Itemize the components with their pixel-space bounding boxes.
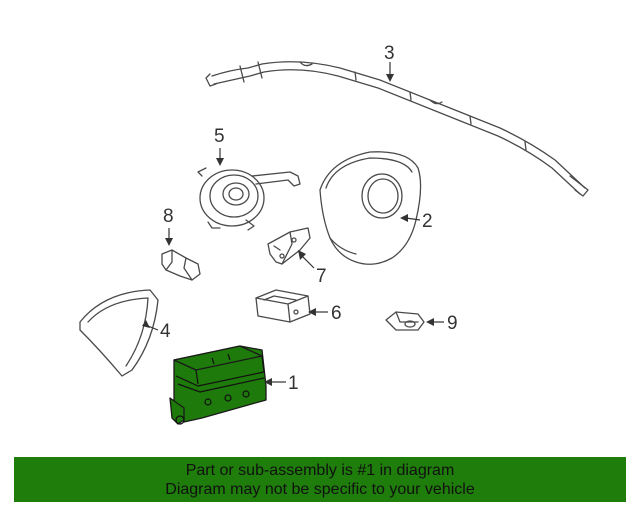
callout-6: 6 (308, 303, 342, 324)
callout-label-1: 1 (288, 373, 299, 394)
callout-8: 8 (163, 206, 174, 246)
callout-label-4: 4 (160, 321, 171, 342)
banner-line-2: Diagram may not be specific to your vehi… (165, 481, 475, 498)
callout-2: 2 (400, 211, 433, 232)
part-4-knee-airbag[interactable] (79, 289, 159, 377)
callout-label-6: 6 (331, 303, 342, 324)
callout-1: 1 (264, 373, 299, 394)
callout-label-5: 5 (214, 126, 225, 147)
part-2-driver-airbag[interactable] (319, 151, 422, 265)
part-8-impact-sensor[interactable] (161, 249, 201, 281)
callout-label-3: 3 (384, 43, 395, 64)
callout-label-7: 7 (316, 266, 327, 287)
callout-4: 4 (142, 320, 171, 342)
parts-diagram: 3 5 2 8 (79, 43, 589, 425)
callout-label-2: 2 (422, 211, 433, 232)
part-3-curtain-airbag[interactable] (205, 61, 589, 197)
callout-7: 7 (298, 250, 327, 287)
part-5-clockspring[interactable] (197, 167, 301, 231)
callout-label-8: 8 (163, 206, 174, 227)
callout-label-9: 9 (447, 313, 458, 334)
part-1-passenger-airbag[interactable] (169, 345, 267, 425)
callout-9: 9 (426, 313, 458, 334)
part-info-banner: Part or sub-assembly is #1 in diagram Di… (14, 457, 626, 502)
callout-3: 3 (384, 43, 395, 82)
part-6-control-module[interactable] (255, 289, 311, 323)
banner-line-1: Part or sub-assembly is #1 in diagram (185, 462, 455, 479)
part-9-side-sensor[interactable] (385, 311, 425, 331)
part-7-bracket[interactable] (267, 227, 311, 265)
callout-5: 5 (214, 126, 225, 166)
